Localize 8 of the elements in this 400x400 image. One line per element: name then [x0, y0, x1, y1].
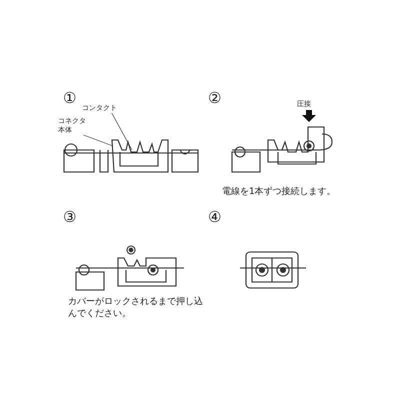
- leader-line: [111, 112, 132, 150]
- step-number: ②: [208, 90, 222, 106]
- step-number: ③: [63, 209, 76, 225]
- leader-line: [83, 134, 114, 146]
- instruction-text: カバーがロックされるまで押し込んでください。: [68, 296, 204, 320]
- step-number: ①: [63, 90, 76, 106]
- step-number: ④: [208, 209, 222, 225]
- instruction-text: 電線を1本ずつ接続します。: [222, 186, 336, 198]
